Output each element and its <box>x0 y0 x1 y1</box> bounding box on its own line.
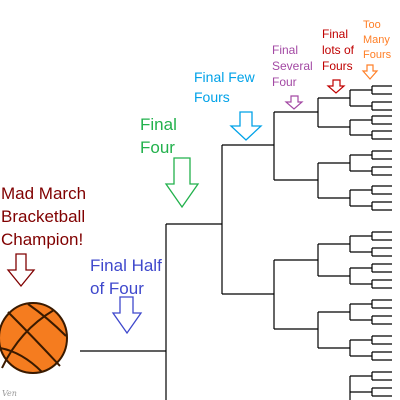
lots-of-fours-label: Final lots of Fours <box>322 27 355 73</box>
too-many-fours-leaves <box>350 85 392 361</box>
several-four-label: Final Several Four <box>272 43 313 89</box>
few-fours-arrow-icon <box>229 111 263 141</box>
few-fours-label: Final Few Fours <box>194 69 255 105</box>
final-four-label: Final Four <box>140 115 177 157</box>
final-four-arrow-icon <box>164 157 200 209</box>
half-of-four-label: Final Half of Four <box>90 256 162 298</box>
lots-of-fours-arrow-icon <box>326 79 346 94</box>
many-fours-label: Too Many Fours <box>363 19 392 61</box>
bracket-lower-continuation <box>349 371 392 400</box>
several-four-arrow-icon <box>284 95 304 110</box>
basketball-icon <box>0 302 68 374</box>
champion-arrow-icon <box>6 253 36 288</box>
tournament-bracket <box>80 90 351 400</box>
champion-label: Mad March Bracketball Champion! <box>1 184 87 249</box>
many-fours-arrow-icon <box>361 64 379 80</box>
half-of-four-arrow-icon <box>111 296 143 335</box>
artist-signature: Ven <box>2 389 17 398</box>
